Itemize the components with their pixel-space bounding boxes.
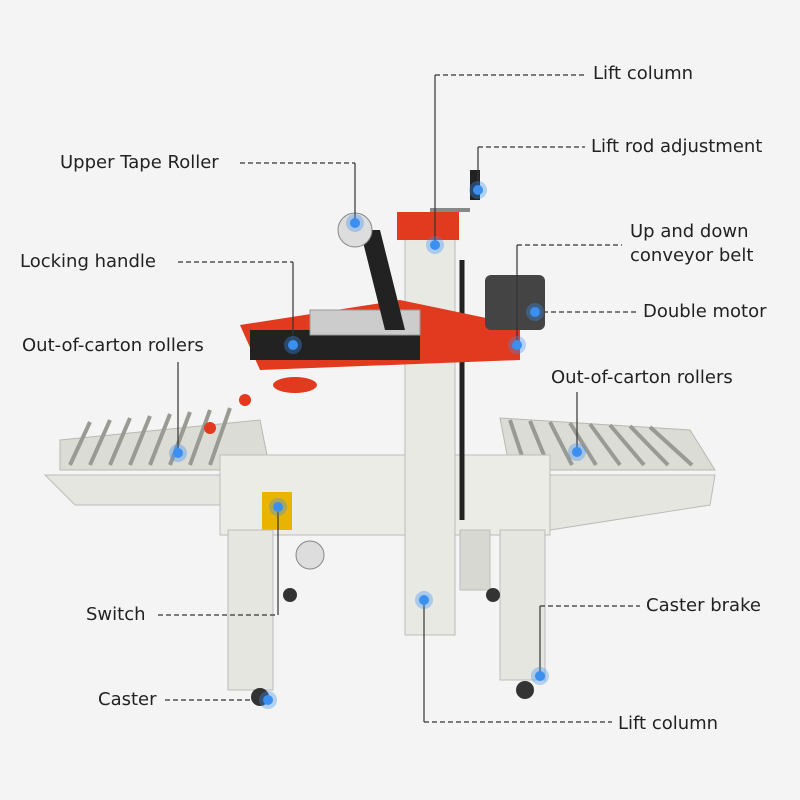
label-switch: Switch [86,604,146,625]
casters [251,588,534,706]
label-upper-tape-roller: Upper Tape Roller [60,152,219,173]
double-motor [485,275,545,330]
label-rollers-left: Out-of-carton rollers [22,335,204,356]
label-lift-rod-adjustment: Lift rod adjustment [591,136,763,157]
label-caster-brake: Caster brake [646,595,761,616]
label-double-motor: Double motor [643,301,767,322]
label-rollers-right: Out-of-carton rollers [551,367,733,388]
callout-markers [169,181,586,709]
front-left-leg [227,529,274,691]
label-lift-column-bottom: Lift column [618,713,719,734]
lift-column [404,214,456,636]
label-locking-handle: Locking handle [20,251,156,272]
label-lift-column-top: Lift column [593,63,694,84]
leader-lines [158,74,640,723]
front-right-leg [499,529,546,681]
label-up-down-belt-2: conveyor belt [630,245,754,266]
right-roller-table [499,417,716,531]
label-up-down-belt-1: Up and down [630,221,749,242]
label-caster: Caster [98,689,157,710]
